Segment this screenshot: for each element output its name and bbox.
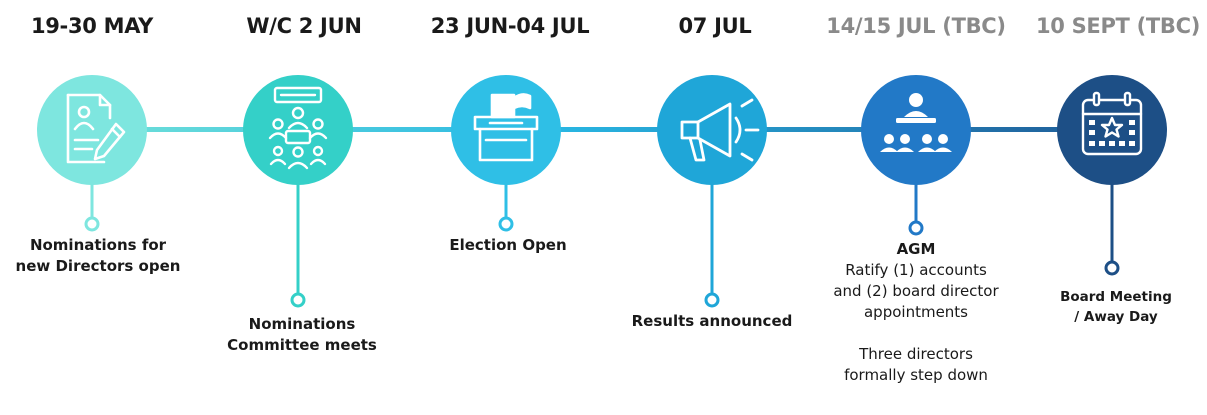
endpoint-dot-3 xyxy=(498,216,514,232)
endpoint-dot-6 xyxy=(1104,260,1120,276)
stage-3-date: 23 JUN-04 JUL xyxy=(430,14,590,38)
stage-1-date: 19-30 MAY xyxy=(30,14,154,38)
endpoint-dot-1 xyxy=(84,216,100,232)
stage-1-label: Nominations for new Directors open xyxy=(0,235,208,277)
stage-1-label-line-1: Nominations for xyxy=(29,236,167,254)
stage-2-label: Nominations Committee meets xyxy=(192,314,412,356)
stage-5-label-note-2: formally step down xyxy=(844,366,988,384)
stage-1-label-line-2: new Directors open xyxy=(15,257,181,275)
stage-3-label: Election Open xyxy=(398,235,618,256)
stage-4-label-line-1: Results announced xyxy=(631,312,793,330)
stage-2-node xyxy=(243,75,353,185)
megaphone-icon xyxy=(680,98,760,162)
stage-4-node xyxy=(657,75,767,185)
stage-5-date: 14/15 JUL (TBC) xyxy=(826,14,1006,38)
stage-1-node xyxy=(37,75,147,185)
stage-5-label-note-1: Three directors xyxy=(859,345,973,363)
stage-6-label: Board Meeting / Away Day xyxy=(1006,287,1207,327)
stage-5-label: AGM Ratify (1) accounts and (2) board di… xyxy=(806,239,1026,386)
stage-6-label-line-1: Board Meeting xyxy=(1060,289,1172,305)
stage-5-label-body-2: and (2) board director xyxy=(833,282,999,300)
document-pen-icon xyxy=(66,93,126,164)
stage-5-node xyxy=(861,75,971,185)
ballot-box-icon xyxy=(473,93,539,162)
stage-5-label-body-1: Ratify (1) accounts xyxy=(845,261,987,279)
stage-6-node xyxy=(1057,75,1167,185)
stage-2-label-line-1: Nominations xyxy=(248,315,356,333)
stage-2-date: W/C 2 JUN xyxy=(246,14,362,38)
timeline-line xyxy=(92,127,1117,132)
endpoint-dot-2 xyxy=(290,292,306,308)
endpoint-dot-4 xyxy=(704,292,720,308)
endpoint-dot-5 xyxy=(908,220,924,236)
stage-3-label-line-1: Election Open xyxy=(449,236,567,254)
stage-6-label-line-2: / Away Day xyxy=(1074,309,1158,325)
stage-4-date: 07 JUL xyxy=(678,14,752,38)
stage-6-date: 10 SEPT (TBC) xyxy=(1035,14,1201,38)
stage-5-label-body-3: appointments xyxy=(863,303,968,321)
committee-meeting-icon xyxy=(268,86,328,170)
stage-5-label-title: AGM xyxy=(896,240,936,258)
stage-2-label-line-2: Committee meets xyxy=(227,336,377,354)
calendar-star-icon xyxy=(1081,91,1143,156)
stage-4-label: Results announced xyxy=(602,311,822,332)
conference-audience-icon xyxy=(880,93,952,152)
stage-3-node xyxy=(451,75,561,185)
